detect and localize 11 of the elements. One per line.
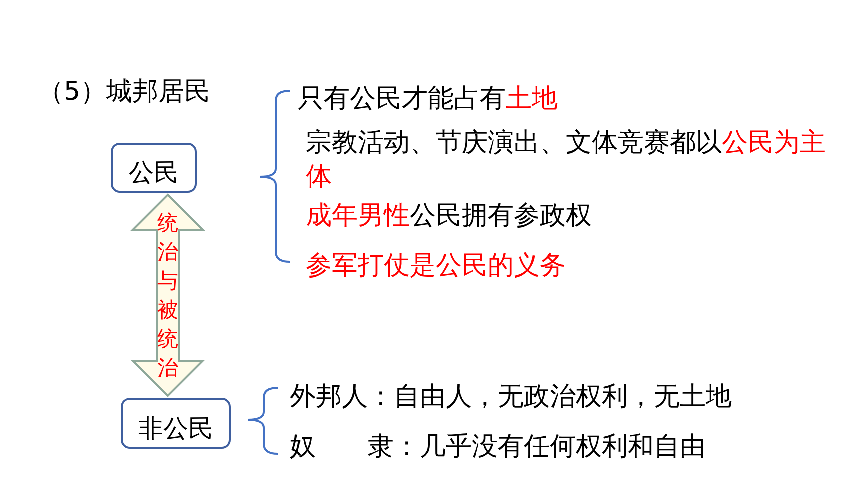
statement-text: 奴 隶：几乎没有任何权利和自由 bbox=[290, 431, 707, 464]
rounded-box: 非公民 bbox=[121, 398, 231, 449]
statement-text: 成年男性公民拥有参政权 bbox=[306, 200, 593, 233]
statement-text: 参军打仗是公民的义务 bbox=[306, 250, 567, 283]
double-block-arrow bbox=[130, 194, 206, 398]
title: （5）城邦居民 bbox=[38, 76, 211, 109]
edge-label: 统治与被统治 bbox=[157, 210, 179, 382]
rounded-box: 公民 bbox=[111, 143, 197, 193]
statement-text: 只有公民才能占有土地 bbox=[298, 83, 559, 116]
statement-text: 宗教活动、节庆演出、文体竞赛都以公民为主体 bbox=[306, 127, 827, 194]
statement-text: 外邦人：自由人，无政治权利，无土地 bbox=[290, 381, 733, 414]
